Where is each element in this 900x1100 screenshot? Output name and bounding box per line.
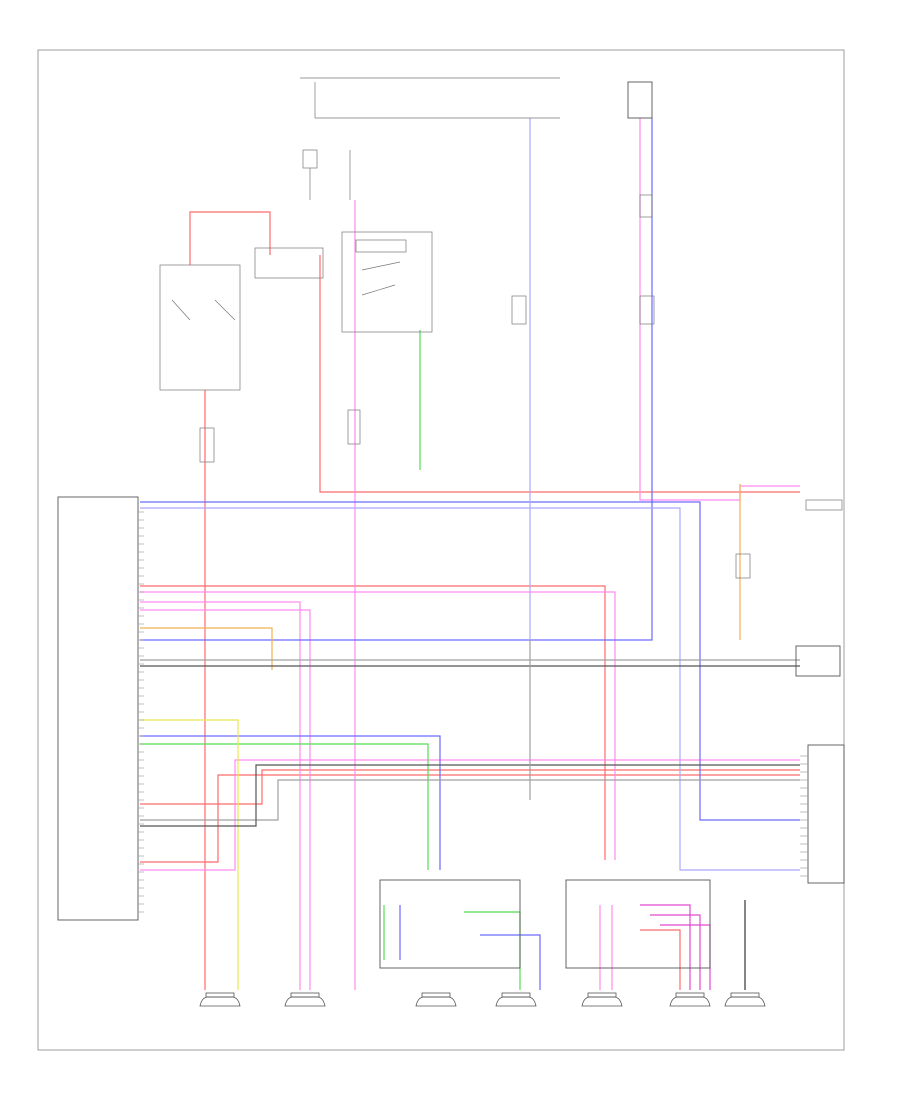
audio-amplifier — [807, 744, 845, 884]
wire-yellow-left — [140, 719, 239, 990]
wire-pink-fuse-right — [639, 118, 800, 501]
wire-blue-fuse-feed — [140, 118, 653, 641]
speaker-4 — [495, 992, 537, 1007]
wire-red-tweeter — [640, 929, 681, 990]
fuse-panel-right — [627, 81, 653, 119]
wire-pink-right-speaker — [140, 601, 301, 990]
wire-orange-ground — [140, 627, 273, 670]
speaker-1 — [199, 992, 241, 1007]
diagram-frame — [37, 49, 845, 1051]
speaker-3 — [415, 992, 457, 1007]
radio-unit — [57, 496, 139, 921]
wire-gray-amp — [140, 779, 800, 821]
wire-magenta-tweeter-a — [640, 904, 691, 990]
wire-magenta-tweeter-b — [650, 914, 701, 990]
wire-pink-front — [140, 591, 616, 860]
wire-magenta-tweeter-c — [660, 924, 711, 990]
clock-spring-right — [565, 879, 711, 969]
wire-pink-right-speaker-b — [140, 609, 311, 990]
clock-spring-left — [379, 879, 521, 969]
transmission-switch — [341, 231, 433, 333]
fuse-panel-left — [300, 77, 560, 119]
wire-blue-clock — [140, 735, 441, 870]
wire-green-tweeter — [464, 911, 521, 990]
speaker-2 — [284, 992, 326, 1007]
wire-layer — [140, 118, 800, 990]
wire-red-amp-b — [140, 774, 800, 863]
ground-block — [735, 499, 843, 677]
wire-blue-tweeter — [480, 934, 541, 990]
speaker-5 — [581, 992, 623, 1007]
speaker-6 — [669, 992, 711, 1007]
wire-green-clock — [140, 743, 429, 870]
amplifier-terminals — [800, 755, 808, 877]
wire-red-dimmer-loop — [189, 211, 271, 265]
wire-blue-amp-power — [140, 501, 800, 821]
speaker-7 — [724, 992, 766, 1007]
dimmer-switch — [159, 247, 324, 391]
wire-dark-amp — [140, 764, 800, 827]
radio-terminals — [138, 511, 144, 913]
speaker-row — [199, 992, 766, 1007]
relay-right-upper — [199, 194, 655, 463]
wire-lav-amp — [140, 507, 800, 871]
connector-block-top — [302, 149, 351, 200]
wire-red-front-right — [140, 585, 606, 860]
wire-pink-amp — [140, 759, 800, 871]
wire-red-main-feed — [319, 255, 800, 493]
wire-red-amp-a — [140, 769, 800, 805]
